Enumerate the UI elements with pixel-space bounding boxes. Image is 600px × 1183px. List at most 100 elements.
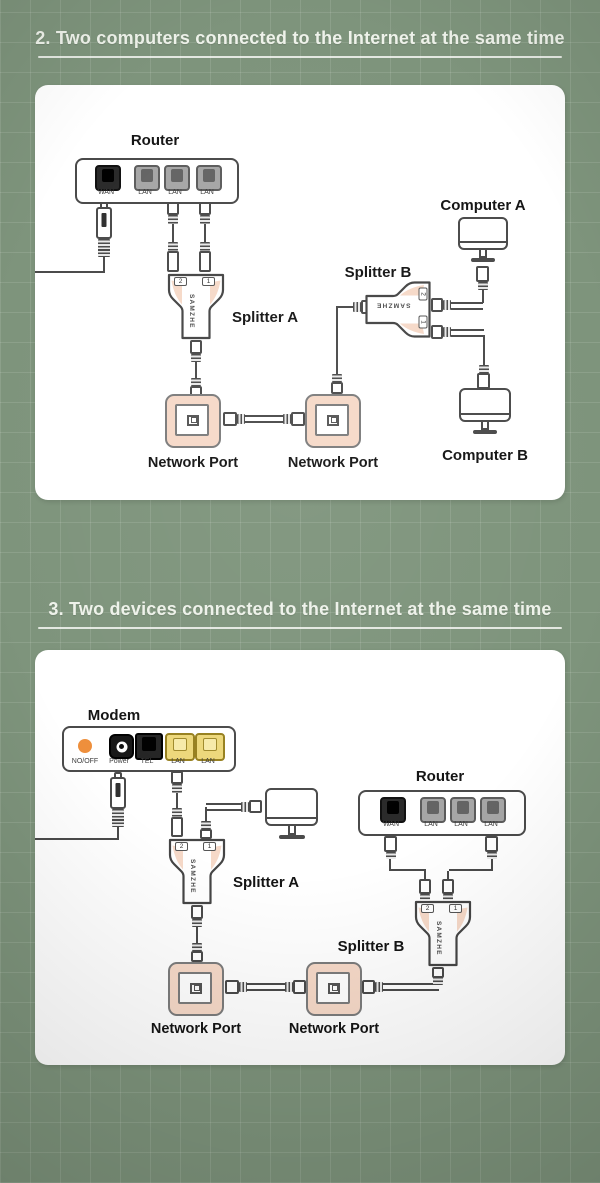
router-port-lan1	[134, 165, 160, 191]
cable	[247, 983, 285, 991]
patch-plug	[171, 771, 183, 784]
port-label-nooff: NO/OFF	[71, 758, 99, 765]
router-port-wan	[95, 165, 121, 191]
port-label-lan2: LAN	[168, 189, 182, 196]
port-label-lan2: LAN	[454, 821, 468, 828]
modem-port-power	[109, 734, 134, 759]
cable-boot	[237, 414, 245, 424]
network-port-label-right: Network Port	[287, 455, 379, 471]
splitter-b-label: Splitter B	[337, 938, 405, 955]
modem-port-lan2	[195, 733, 225, 761]
monitor-base	[473, 430, 497, 434]
splitter-port1-badge: 1	[202, 277, 215, 286]
port-label-lan3: LAN	[200, 189, 214, 196]
modem-port-lan1	[165, 733, 195, 761]
cable-boot	[200, 242, 210, 251]
cable-boot	[487, 852, 497, 859]
splitter-body-icon	[365, 281, 431, 338]
port-label-tel: TEL	[140, 758, 154, 765]
cable-boot	[443, 327, 451, 337]
router-box: WAN LAN LAN LAN	[358, 790, 526, 836]
cable	[482, 290, 484, 303]
cable	[449, 869, 493, 871]
splitter-b-label: Splitter B	[344, 264, 412, 281]
port-label-wan: WAN	[97, 189, 115, 196]
port-label-wan: WAN	[382, 821, 400, 828]
splitter-body-icon	[167, 273, 225, 340]
cable	[336, 307, 338, 374]
cable-boot	[172, 784, 182, 793]
cable-boot	[433, 977, 443, 985]
network-port-left	[168, 962, 224, 1016]
patch-plug	[485, 836, 498, 852]
cable-boot	[479, 365, 489, 373]
port-label-lan2: LAN	[201, 758, 215, 765]
cable	[206, 803, 241, 811]
cable-boot	[353, 302, 361, 312]
cable	[389, 869, 426, 871]
cable	[491, 859, 493, 871]
cable	[35, 838, 119, 840]
section2-title: 2. Two computers connected to the Intern…	[35, 28, 565, 48]
splitter-port1-badge: 1	[449, 904, 462, 913]
patch-plug	[291, 412, 305, 426]
cable	[483, 335, 485, 365]
rj45-plug	[110, 777, 126, 809]
monitor-stand	[288, 826, 296, 835]
computer-b-monitor-icon	[459, 388, 511, 422]
modem-power-led	[78, 739, 92, 753]
patch-plug	[431, 298, 443, 312]
section2-underline	[38, 56, 562, 58]
patch-plug	[477, 373, 490, 389]
router-label: Router	[130, 132, 180, 149]
cable	[451, 329, 484, 337]
splitter-port2-badge: 2	[418, 287, 428, 301]
diagram-two-devices: Modem NO/OFF Power TEL LAN LAN	[35, 650, 565, 1065]
cable-boot	[201, 821, 211, 829]
cable-boot	[241, 802, 249, 812]
port-label-lan1: LAN	[138, 189, 152, 196]
patch-plug	[431, 325, 443, 339]
computer-b-label: Computer B	[442, 447, 528, 464]
patch-plug	[476, 266, 489, 282]
patch-plug	[191, 905, 203, 919]
cable	[117, 827, 119, 839]
splitter-port1-badge: 1	[203, 842, 216, 851]
router-port-lan2	[164, 165, 190, 191]
splitter-b: 2 1 SAMZHE	[413, 900, 473, 967]
splitter-brand: SAMZHE	[435, 921, 442, 956]
cable	[451, 302, 483, 310]
cable-boot	[420, 894, 430, 901]
cable-boot	[285, 982, 293, 992]
monitor-stand	[479, 250, 487, 258]
port-label-lan3: LAN	[484, 821, 498, 828]
cable-boot	[283, 414, 291, 424]
patch-plug	[191, 951, 203, 962]
cable	[383, 983, 439, 991]
splitter-body-icon	[414, 900, 472, 967]
patch-plug	[293, 980, 306, 994]
cable-boot	[191, 354, 201, 362]
cable-boot	[478, 282, 488, 290]
cable-boot	[192, 919, 202, 927]
cable-boot	[98, 239, 110, 257]
patch-plug	[190, 340, 202, 354]
patch-plug	[199, 202, 211, 215]
splitter-port2-badge: 2	[174, 277, 187, 286]
cable	[35, 271, 105, 273]
patch-plug	[331, 382, 343, 394]
patch-plug	[167, 251, 179, 272]
splitter-a-label: Splitter A	[233, 874, 300, 891]
cable	[195, 362, 197, 378]
patch-plug	[223, 412, 237, 426]
cable-boot	[443, 894, 453, 901]
splitter-port2-badge: 2	[421, 904, 434, 913]
port-label-lan1: LAN	[424, 821, 438, 828]
splitter-a: 2 1 SAMZHE	[166, 273, 226, 340]
modem-box: NO/OFF Power TEL LAN LAN	[62, 726, 236, 772]
network-port-right	[305, 394, 361, 448]
cable-boot	[200, 215, 210, 224]
diagram-two-computers: Router WAN LAN LAN LAN	[35, 85, 565, 500]
patch-plug	[249, 800, 262, 813]
router-box: WAN LAN LAN LAN	[75, 158, 239, 204]
